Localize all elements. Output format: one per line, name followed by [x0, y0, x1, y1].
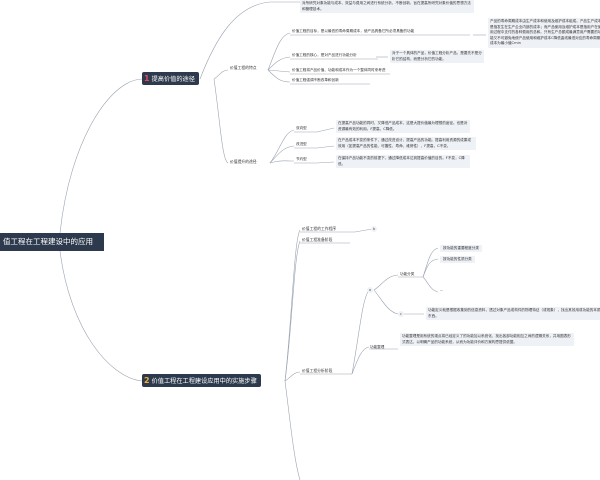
promotion-item-improve[interactable]: 改进型: [296, 142, 307, 146]
root-node[interactable]: 值工程在工程建设中的应用: [0, 233, 104, 251]
promotion-item-saving[interactable]: 节约型: [296, 157, 307, 161]
analysis-marker-c[interactable]: c: [398, 311, 404, 317]
promotion-item-bidirectional[interactable]: 双向型: [296, 126, 307, 130]
function-organize-note: 功能整理是用系统的观点将已经定义了的功能加以系统化，找出各部功能相互之间的逻辑关…: [400, 333, 574, 347]
branch-1-label: 提高价值的途径: [151, 76, 195, 83]
characteristics-node[interactable]: 价值工程的特点: [230, 65, 257, 70]
branch-2-label: 价值工程在工程建设应用中的实施步骤: [151, 378, 257, 385]
characteristic-item-3[interactable]: 价值工程将产品价值、功能和成本作为一个整体同时来考虑: [292, 68, 386, 72]
workflow-child-marker[interactable]: b: [371, 226, 377, 232]
characteristic-note-2: 对于一个具体的产品，价值工程分析产品，是要先不是分析它的结构，而是分析它的功能。: [390, 50, 484, 64]
characteristic-item-2[interactable]: 价值工程的核心，是对产品进行功能分析: [292, 53, 357, 57]
function-organize-node[interactable]: 功能整理: [370, 345, 385, 349]
promotion-note-bidirectional: 在提高产品功能的同时，又降低产品成本，这是大提价值最为理想的途径。也是对资源最有…: [336, 120, 470, 134]
promotion-note-improve: 在产品成本不变的条件下，通过改进设计，提高产品的功能。提高利用资源的成果或效用（…: [336, 137, 476, 151]
workflow-node[interactable]: 价值工程的工作程序: [302, 226, 337, 231]
classify-item-importance[interactable]: 按功能的重要程度分类: [440, 245, 482, 252]
promotion-note-saving: 在保持产品功能不变的前提下，通过降低成本达到提高价值的目的。F不变，C降低。: [336, 155, 470, 169]
characteristic-note-1: 产品的寿命周期成本由生产成本和使用及维护成本组成。产品生产成本是指发生在生产企业…: [488, 18, 600, 48]
characteristic-item-4[interactable]: 价值工程强调不断改革和创新: [292, 78, 339, 82]
preparation-node[interactable]: 价值工程准备阶段: [302, 237, 333, 242]
classify-item-nature[interactable]: 按功能的性质分类: [440, 256, 475, 263]
function-define-note: 功能定义就是根据收集到的信息资料，透过对象产品或构件的物理特征（或现象），找出其…: [426, 307, 600, 321]
analysis-node[interactable]: 价值工程分析阶段: [302, 368, 333, 373]
classify-more[interactable]: ...: [440, 288, 444, 292]
analysis-marker-a[interactable]: a: [367, 287, 373, 293]
characteristic-item-1[interactable]: 价值工程的目标，是以最低的寿命周期成本，使产品具备它所必须具备的功能: [292, 29, 415, 33]
function-classify-node[interactable]: 功能分类: [400, 272, 415, 276]
promotion-node[interactable]: 价值提升的途径: [230, 159, 257, 164]
top-note-fragment: 对所研究对象功能与成本、效益与费用之间进行系统分析，不断创新，旨在提高所研究对象…: [300, 0, 474, 14]
branch-2-number: 2: [144, 376, 150, 385]
branch-1-number: 1: [144, 74, 150, 83]
